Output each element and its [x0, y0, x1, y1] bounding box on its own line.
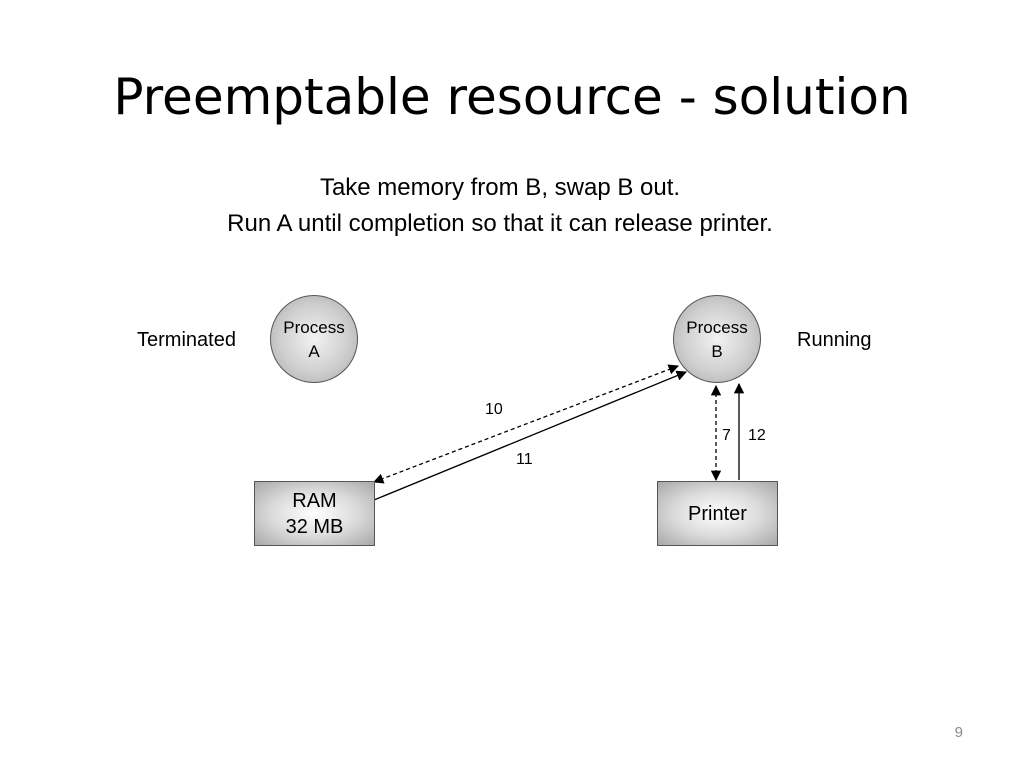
printer-node: Printer [657, 481, 778, 546]
process-a-state: Terminated [137, 329, 236, 351]
edge-label-10: 10 [485, 401, 503, 418]
edge-label-7: 7 [722, 427, 731, 444]
edge-label-12: 12 [748, 427, 766, 444]
subtitle-line-2: Run A until completion so that it can re… [227, 210, 773, 237]
process-a-node: Process A [270, 295, 358, 383]
page-number: 9 [954, 724, 963, 741]
subtitle-line-1: Take memory from B, swap B out. [319, 174, 681, 201]
process-b-label-2: B [711, 342, 723, 361]
process-b-node: Process B [673, 295, 761, 383]
process-a-label-1: Process [283, 318, 345, 337]
edge-label-11: 11 [516, 451, 533, 468]
edge-10-dashed [373, 364, 679, 484]
printer-label: Printer [688, 503, 747, 525]
ram-node: RAM 32 MB [254, 481, 375, 546]
ram-label-1: RAM [292, 490, 337, 512]
slide-title: Preemptable resource - solution [113, 68, 911, 126]
process-b-label-1: Process [686, 318, 748, 337]
process-a-label-2: A [308, 342, 320, 361]
edge-11-solid [373, 370, 687, 501]
ram-label-2: 32 MB [285, 516, 344, 538]
process-b-state: Running [797, 329, 872, 351]
